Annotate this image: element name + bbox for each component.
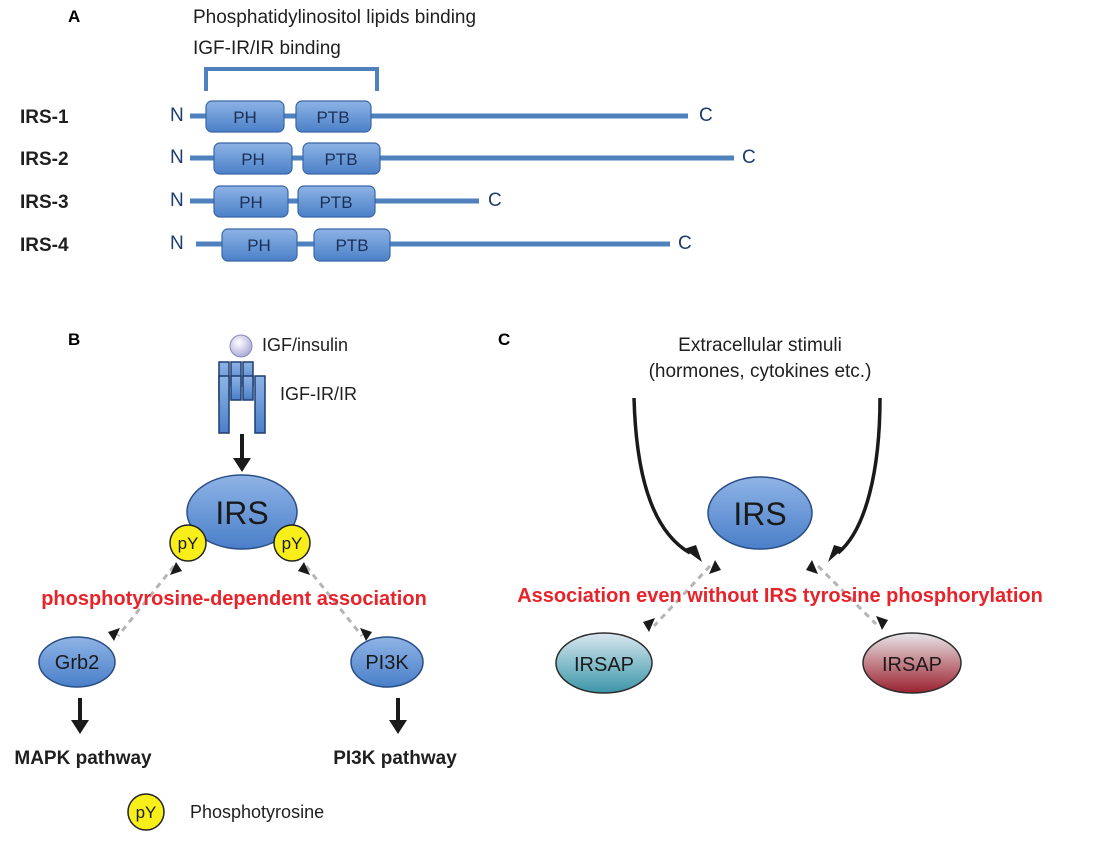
ph-domain-label: PH <box>239 193 263 212</box>
n-terminus: N <box>170 233 184 254</box>
binding-bracket <box>204 67 379 91</box>
ph-domain <box>205 100 285 133</box>
arrowhead <box>684 545 702 562</box>
grb2-node <box>38 636 116 688</box>
protein-name: IRS-4 <box>20 235 69 256</box>
irs-3-row: IRS-3 N PH PTB C <box>20 185 502 218</box>
c-terminus: C <box>678 233 692 254</box>
receptor-label: IGF-IR/IR <box>280 384 357 404</box>
irs-label: IRS <box>733 496 786 532</box>
irs-4-row: IRS-4 N PH PTB C <box>20 228 692 262</box>
pi3k-pathway-label: PI3K pathway <box>333 748 457 769</box>
arrowhead <box>709 560 721 574</box>
c-terminus: C <box>488 190 502 211</box>
n-terminus: N <box>170 190 184 211</box>
arrowhead <box>170 562 182 575</box>
phosphotyrosine-right <box>273 524 311 562</box>
pi3k-arrowhead <box>389 720 407 734</box>
ligand-ball-icon <box>229 334 253 358</box>
ptb-domain <box>297 185 376 218</box>
panel-c-letter: C <box>498 330 510 349</box>
py-right-label: pY <box>282 534 303 553</box>
ph-domain <box>213 185 289 218</box>
ptb-domain <box>295 100 372 133</box>
phosphotyrosine-left <box>169 524 207 562</box>
c-terminus: C <box>742 147 756 168</box>
pi-lipids-binding-label: Phosphatidylinositol lipids binding <box>193 7 476 28</box>
irs-label: IRS <box>215 495 268 531</box>
protein-name: IRS-2 <box>20 149 69 170</box>
legend-phosphotyrosine-label: Phosphotyrosine <box>190 802 324 822</box>
activation-arrowhead <box>233 458 251 472</box>
arrowhead <box>828 545 844 562</box>
mapk-pathway-label: MAPK pathway <box>14 748 152 769</box>
stimulus-arrow-left <box>632 397 691 555</box>
n-terminus: N <box>170 105 184 126</box>
stimuli-examples-label: (hormones, cytokines etc.) <box>649 361 872 382</box>
stimuli-label: Extracellular stimuli <box>678 335 842 356</box>
non-phospho-association-label: Association even without IRS tyrosine ph… <box>517 585 1043 607</box>
igf-ir-binding-label: IGF-IR/IR binding <box>193 38 341 59</box>
mapk-arrowhead <box>71 720 89 734</box>
ptb-domain-label: PTB <box>316 108 349 127</box>
ph-domain <box>213 142 293 175</box>
ph-domain-label: PH <box>241 150 265 169</box>
c-terminus: C <box>699 105 713 126</box>
irsap-left-node <box>555 632 653 694</box>
ph-domain-label: PH <box>233 108 257 127</box>
ptb-domain <box>302 142 381 175</box>
panel-a: A Phosphatidylinositol lipids binding IG… <box>20 7 756 262</box>
arrowhead <box>298 562 310 575</box>
association-arrow-pi3k <box>304 565 364 637</box>
panel-b-letter: B <box>68 330 80 349</box>
arrowhead <box>806 560 818 574</box>
panel-a-letter: A <box>68 7 80 26</box>
association-arrow-right <box>816 564 878 626</box>
py-left-label: pY <box>178 534 199 553</box>
ph-domain <box>221 228 298 262</box>
receptor-icon <box>218 361 266 434</box>
irsap-right-label: IRSAP <box>882 654 942 676</box>
irs-node <box>707 476 813 550</box>
legend-py-label: pY <box>136 803 157 822</box>
irsap-right-node <box>862 632 962 694</box>
panel-b: B IGF/insulin IGF-IR/IR IRS pY pY <box>14 330 457 831</box>
pi3k-node <box>350 636 424 688</box>
ph-domain-label: PH <box>247 236 271 255</box>
arrowhead <box>108 628 120 641</box>
stimulus-arrow-right <box>836 397 882 555</box>
arrowhead <box>643 618 655 632</box>
irs-2-row: IRS-2 N PH PTB C <box>20 142 756 175</box>
phosphotyrosine-association-label: phosphotyrosine-dependent association <box>41 588 427 610</box>
arrowhead <box>360 628 372 641</box>
pi3k-label: PI3K <box>365 652 409 674</box>
association-arrow-grb2 <box>116 565 176 637</box>
ptb-domain <box>313 228 391 262</box>
association-arrow-left <box>652 564 712 628</box>
ptb-domain-label: PTB <box>335 236 368 255</box>
arrowhead <box>876 616 888 630</box>
ligand-label: IGF/insulin <box>262 335 348 355</box>
protein-name: IRS-3 <box>20 192 69 213</box>
irs-node <box>186 474 298 550</box>
grb2-label: Grb2 <box>55 652 99 674</box>
ptb-domain-label: PTB <box>319 193 352 212</box>
irs-1-row: IRS-1 N PH PTB C <box>20 100 713 133</box>
protein-name: IRS-1 <box>20 107 69 128</box>
irsap-left-label: IRSAP <box>574 654 634 676</box>
n-terminus: N <box>170 147 184 168</box>
panel-c: C Extracellular stimuli (hormones, cytok… <box>498 330 1043 694</box>
legend-py-icon <box>127 793 165 831</box>
ptb-domain-label: PTB <box>324 150 357 169</box>
